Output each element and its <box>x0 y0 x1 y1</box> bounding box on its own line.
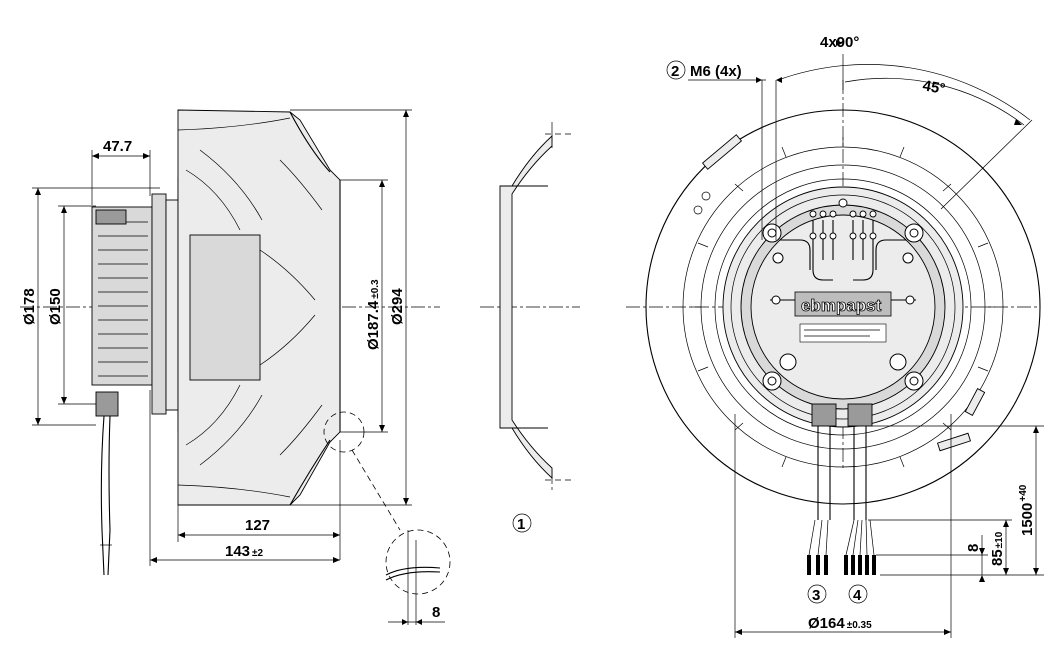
motor-heatsink <box>91 206 153 386</box>
svg-text:Ø187.4±0.3: Ø187.4±0.3 <box>365 279 382 350</box>
ebmpapst-logo: ebmpapst <box>801 296 882 315</box>
dim-127: 127 <box>245 517 270 534</box>
front-view: ebmpapst 3 <box>626 34 1044 638</box>
marker-3: 3 <box>812 587 820 604</box>
label-m6: M6 (4x) <box>690 63 742 80</box>
detail-view: 8 <box>385 529 451 625</box>
angle-4x90: 4x90° <box>820 34 859 51</box>
dim-187-tol: ±0.3 <box>370 279 381 299</box>
dim-8: 8 <box>965 544 982 552</box>
dim-294: Ø294 <box>389 288 406 325</box>
svg-text:143±2: 143±2 <box>225 543 264 560</box>
detail-dim-8: 8 <box>432 604 440 621</box>
dim-164: Ø164 <box>808 615 845 632</box>
dim-1500: 1500 <box>1019 503 1036 536</box>
dim-187: Ø187.4 <box>365 300 382 350</box>
dim-143-tol: ±2 <box>252 548 263 559</box>
marker-2: 2 <box>671 63 679 80</box>
dim-85-tol: ±10 <box>994 531 1005 548</box>
dim-85: 85 <box>989 549 1006 566</box>
marker-1: 1 <box>517 516 525 533</box>
dim-47-7: 47.7 <box>103 138 132 155</box>
dim-164-tol: ±0.35 <box>847 620 872 631</box>
dim-150: Ø150 <box>47 288 64 325</box>
inlet-ring: 1 <box>480 122 580 533</box>
dim-143: 143 <box>225 543 250 560</box>
svg-text:Ø164±0.35: Ø164±0.35 <box>808 615 872 632</box>
angle-45: 45° <box>921 77 946 98</box>
dim-1500-tol: +40 <box>1018 484 1029 501</box>
svg-text:85±10: 85±10 <box>989 531 1006 566</box>
side-view: 47.7 Ø178 Ø150 Ø187.4±0.3 Ø294 127 <box>20 109 440 576</box>
svg-text:1500+40: 1500 +40 <box>1018 484 1036 536</box>
marker-4: 4 <box>853 587 862 604</box>
dim-178: Ø178 <box>21 288 38 325</box>
rotor-hub <box>189 234 261 381</box>
